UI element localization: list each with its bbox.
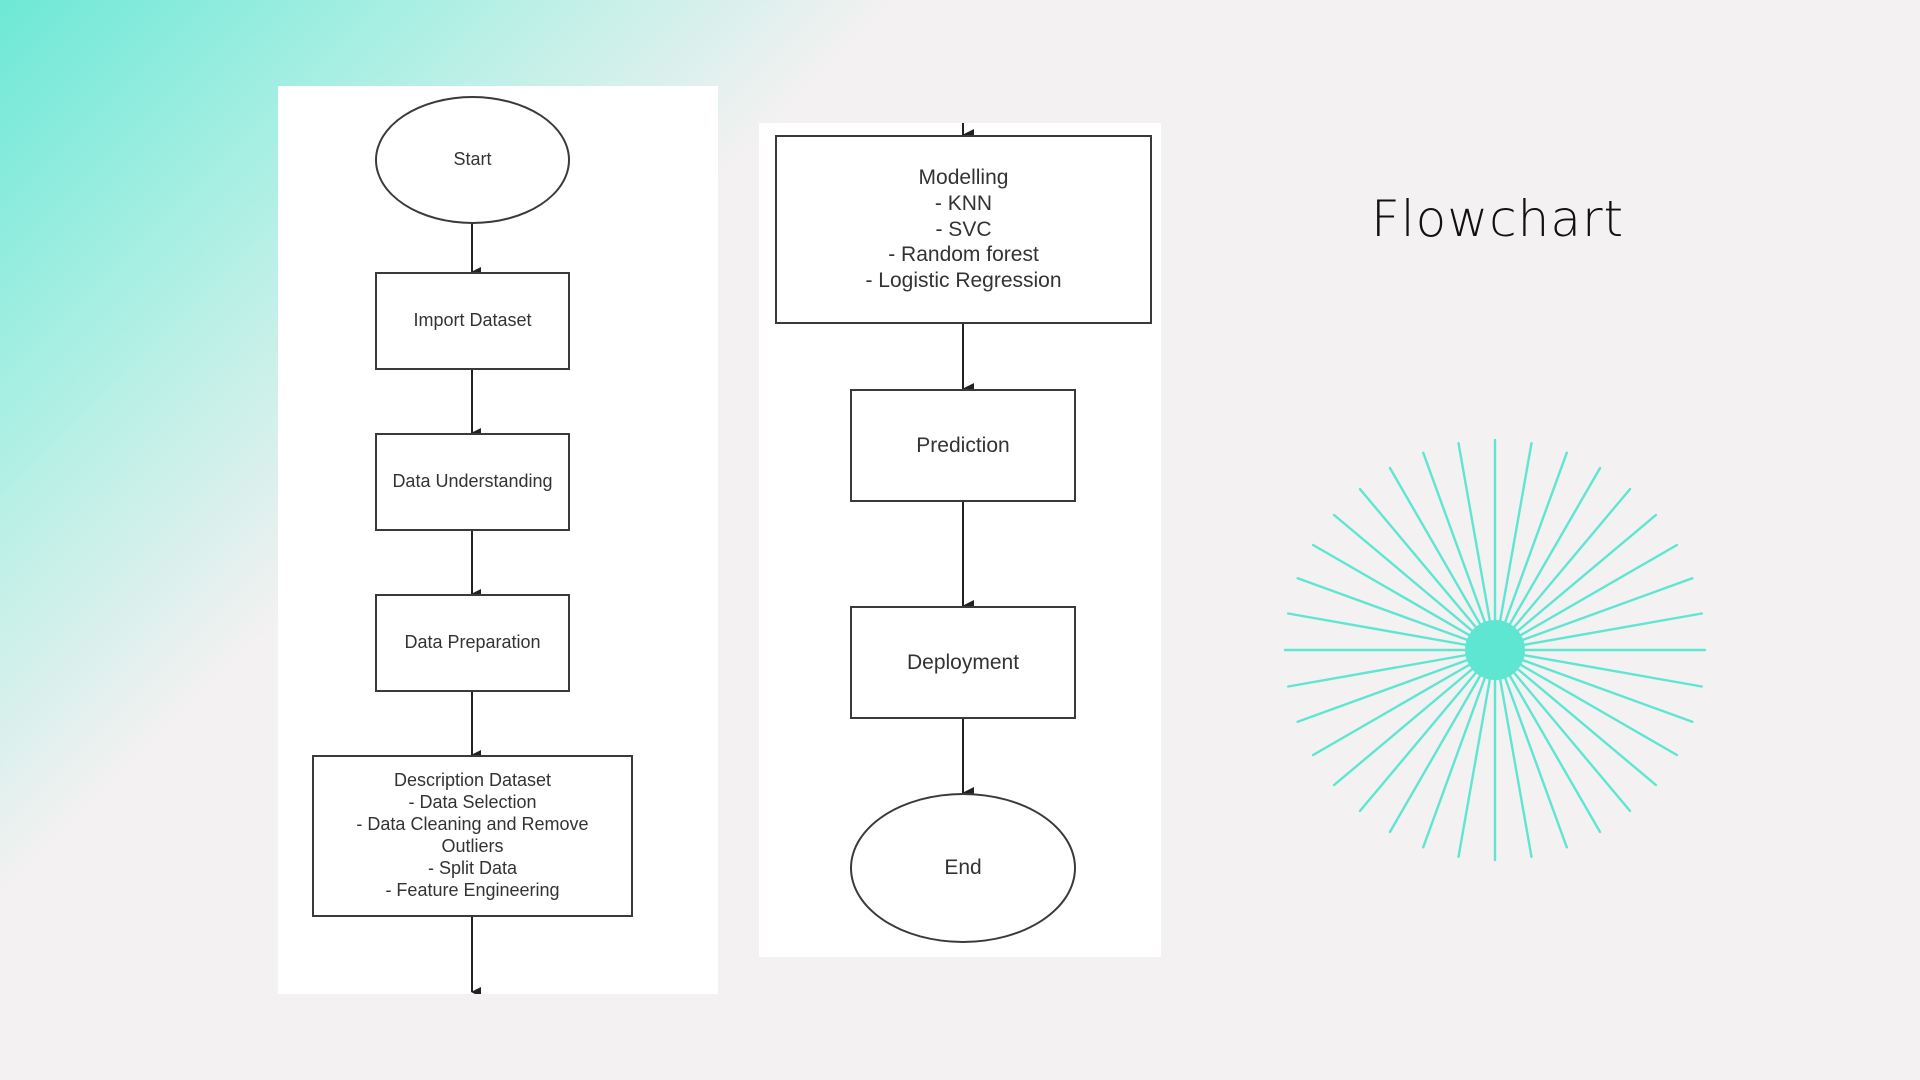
starburst-ray bbox=[1493, 441, 1533, 652]
starburst-ray bbox=[1493, 576, 1694, 652]
starburst-ray bbox=[1286, 648, 1497, 688]
start-node: Start bbox=[375, 96, 570, 224]
left-connectors bbox=[471, 224, 481, 994]
start-label: Start bbox=[453, 149, 492, 170]
flowchart-panel-left: Start Import Dataset Data Understanding … bbox=[278, 86, 718, 994]
import-dataset-node: Import Dataset bbox=[375, 272, 570, 370]
page-title: Flowchart bbox=[1371, 190, 1625, 248]
data-understanding-node: Data Understanding bbox=[375, 433, 570, 531]
import-dataset-label: Import Dataset bbox=[413, 310, 532, 331]
data-preparation-label: Data Preparation bbox=[404, 632, 541, 653]
description-dataset-label: Description Dataset - Data Selection - D… bbox=[356, 770, 589, 900]
starburst-ray bbox=[1311, 543, 1497, 652]
starburst-ray bbox=[1296, 648, 1497, 723]
starburst-ray bbox=[1493, 513, 1658, 652]
starburst-ray bbox=[1493, 648, 1568, 849]
modelling-node: Modelling - KNN - SVC - Random forest - … bbox=[775, 135, 1152, 324]
deployment-label: Deployment bbox=[906, 650, 1020, 674]
starburst-ray bbox=[1421, 451, 1497, 652]
starburst-ray bbox=[1493, 648, 1533, 858]
flowchart-panel-right: Modelling - KNN - SVC - Random forest - … bbox=[759, 123, 1161, 957]
starburst-ray bbox=[1493, 466, 1602, 652]
starburst-icon bbox=[1283, 438, 1707, 862]
starburst-ray bbox=[1493, 648, 1658, 787]
starburst-ray bbox=[1358, 487, 1497, 652]
starburst-ray bbox=[1457, 441, 1497, 652]
starburst-ray bbox=[1493, 451, 1568, 652]
prediction-label: Prediction bbox=[916, 433, 1010, 457]
starburst-ray bbox=[1493, 648, 1703, 688]
starburst-ray bbox=[1493, 543, 1679, 652]
starburst-ray bbox=[1493, 487, 1632, 652]
modelling-label: Modelling - KNN - SVC - Random forest - … bbox=[865, 166, 1062, 292]
starburst-ray bbox=[1493, 612, 1703, 652]
starburst-ray bbox=[1332, 648, 1497, 787]
data-understanding-label: Data Understanding bbox=[392, 471, 553, 492]
starburst-ray bbox=[1388, 466, 1497, 652]
starburst-ray bbox=[1332, 513, 1497, 652]
description-dataset-node: Description Dataset - Data Selection - D… bbox=[312, 755, 633, 917]
starburst-ray bbox=[1296, 576, 1497, 652]
starburst-ray bbox=[1457, 648, 1497, 858]
starburst-ray bbox=[1358, 648, 1497, 813]
data-preparation-node: Data Preparation bbox=[375, 594, 570, 692]
right-connectors bbox=[962, 123, 974, 799]
starburst-ray bbox=[1493, 648, 1694, 723]
starburst-ray bbox=[1493, 648, 1602, 834]
starburst-ray bbox=[1493, 648, 1632, 813]
starburst-ray bbox=[1493, 648, 1679, 757]
end-label: End bbox=[944, 856, 982, 880]
starburst-ray bbox=[1388, 648, 1497, 834]
starburst-ray bbox=[1421, 648, 1497, 849]
end-node: End bbox=[850, 793, 1076, 943]
deployment-node: Deployment bbox=[850, 606, 1076, 719]
starburst-ray bbox=[1286, 612, 1497, 652]
starburst-ray bbox=[1311, 648, 1497, 757]
prediction-node: Prediction bbox=[850, 389, 1076, 502]
